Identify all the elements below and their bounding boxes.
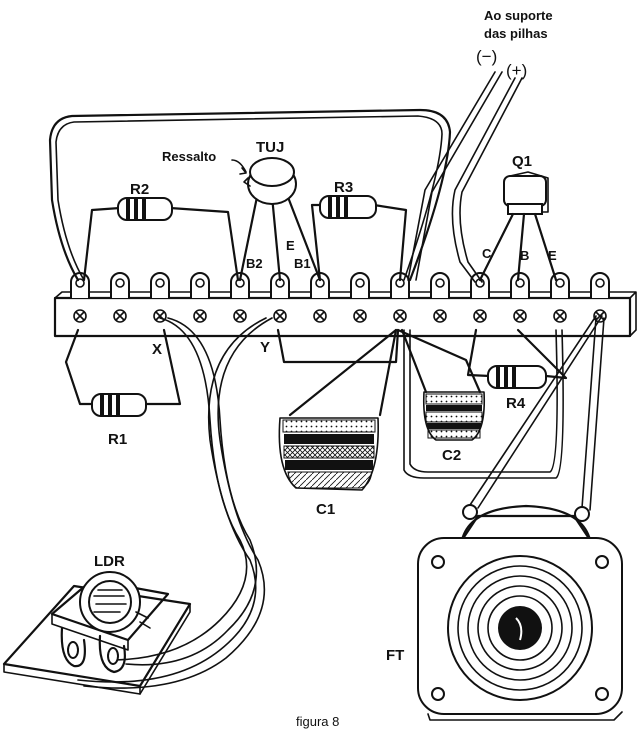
capacitor-c2 (396, 328, 486, 441)
tuj-e-label: E (286, 238, 295, 253)
terminal-screw-slot (435, 311, 445, 321)
resistor-r4 (466, 328, 568, 389)
b1-label: B1 (294, 256, 311, 271)
battery-leads (407, 71, 523, 283)
capacitor-c1 (276, 328, 400, 491)
terminal-screw-slot (195, 311, 205, 321)
ressalto-arrowhead (239, 167, 247, 175)
q1-label: Q1 (512, 153, 532, 170)
q1-b-label: B (520, 248, 529, 263)
terminal-lug-hole (595, 278, 605, 288)
ft-label: FT (386, 647, 404, 664)
terminal-lug-hole (355, 278, 365, 288)
ressalto-label: Ressalto (162, 149, 216, 164)
figure-caption: figura 8 (296, 714, 339, 729)
terminal-screw-slot (115, 311, 125, 321)
resistor-r2 (82, 197, 240, 282)
top-loop-wire (48, 108, 452, 282)
ldr-wires (77, 317, 273, 689)
q1-e-label: E (548, 248, 557, 263)
battery-plus-label: (+) (506, 61, 527, 80)
terminal-screw-slot (475, 311, 485, 321)
q1-c-label: C (482, 246, 492, 261)
r2-label: R2 (130, 181, 149, 198)
point-x-label: X (152, 341, 162, 358)
terminal-lug-hole (155, 278, 165, 288)
resistor-r1 (64, 328, 182, 417)
terminal-screw-slot (315, 311, 325, 321)
r3-label: R3 (334, 179, 353, 196)
speaker-ft (417, 504, 623, 721)
point-y-label: Y (260, 339, 270, 356)
r4-label: R4 (506, 395, 526, 412)
battery-minus-label: (−) (476, 47, 497, 66)
ujt-transistor (231, 157, 322, 282)
terminal-lug-hole (195, 278, 205, 288)
c1-label: C1 (316, 501, 335, 518)
terminal-screw-slot (355, 311, 365, 321)
terminal-lug-hole (115, 278, 125, 288)
terminal-screw-slot (275, 311, 285, 321)
transistor-q1 (478, 171, 558, 282)
resistor-r3 (310, 195, 408, 282)
c2-label: C2 (442, 447, 461, 464)
terminal-strip (53, 272, 637, 338)
top-loop-wire-inner (55, 115, 443, 281)
terminal-screw-slot (235, 311, 245, 321)
battery-label-line1: Ao suporte (484, 8, 553, 23)
ldr-label: LDR (94, 553, 125, 570)
terminal-screw-slot (395, 311, 405, 321)
terminal-screw-slot (75, 311, 85, 321)
terminal-screw-slot (595, 311, 605, 321)
terminal-screw-slot (515, 311, 525, 321)
terminal-lug-hole (555, 278, 565, 288)
r1-label: R1 (108, 431, 127, 448)
battery-label-line2: das pilhas (484, 26, 548, 41)
terminal-screw-slot (555, 311, 565, 321)
speaker-wires (403, 315, 605, 511)
tuj-label: TUJ (256, 139, 284, 156)
b2-label: B2 (246, 256, 263, 271)
ressalto-arrow (231, 159, 247, 173)
terminal-lug-hole (435, 278, 445, 288)
ldr-sensor (2, 571, 192, 695)
